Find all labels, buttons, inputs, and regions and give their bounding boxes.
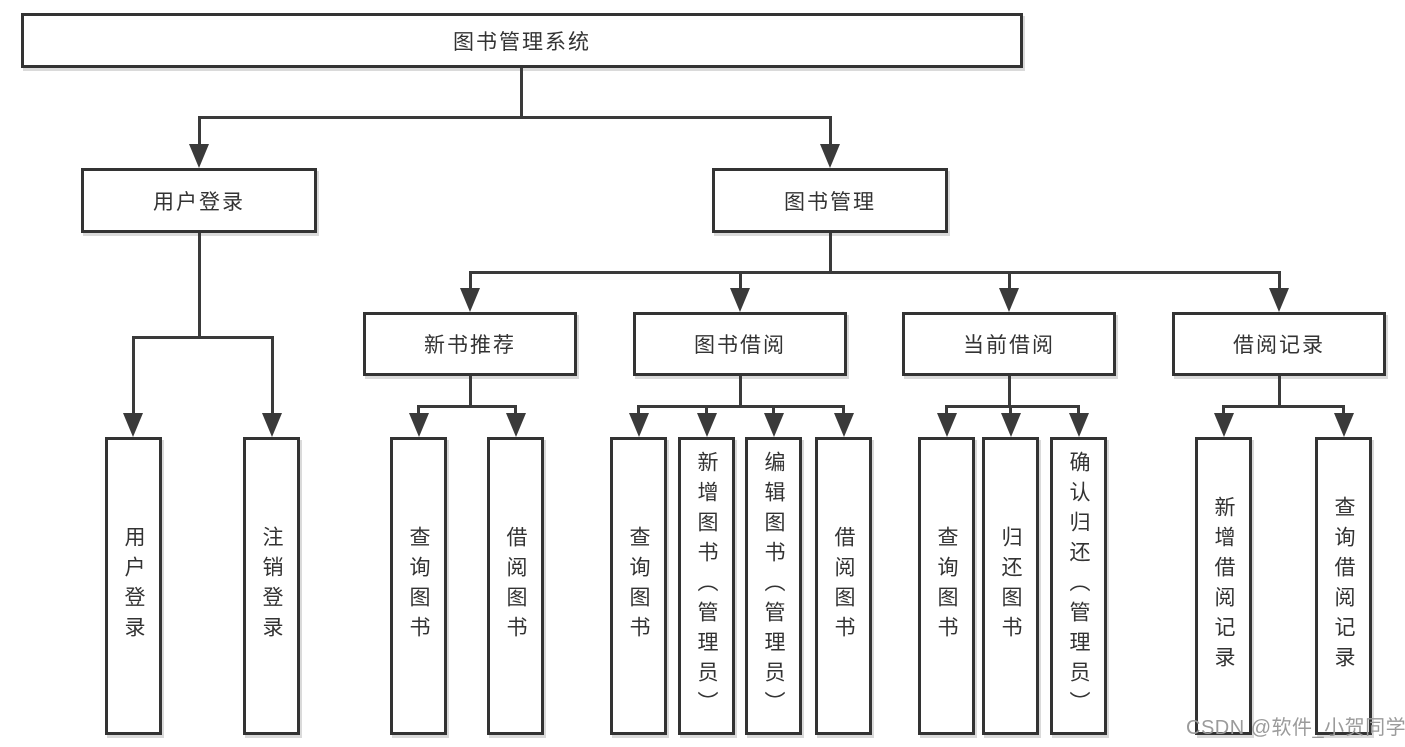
connector-line: [468, 376, 472, 407]
connector-line: [270, 336, 274, 417]
connector-line: [1007, 271, 1011, 290]
leaf-box-borrow-books: 借阅图书: [487, 437, 544, 735]
connector-line: [1009, 405, 1012, 415]
arrow-down-icon: [730, 288, 750, 312]
connector-line: [1222, 405, 1225, 415]
connector-line: [197, 116, 201, 148]
arrow-down-icon: [1000, 413, 1021, 437]
leaf-box-return-books: 归还图书: [982, 437, 1039, 735]
arrow-down-icon: [262, 413, 282, 437]
root-box-library-system: 图书管理系统: [21, 13, 1023, 68]
leaf-box-add-books-admin: 新增图书（管理员）: [678, 437, 735, 735]
node-box-user-login: 用户登录: [81, 168, 317, 233]
arrow-down-icon: [833, 413, 854, 437]
node-box-borrowing-records: 借阅记录: [1172, 312, 1386, 376]
connector-line: [738, 376, 742, 407]
connector-line: [131, 336, 135, 417]
arrow-down-icon: [696, 413, 717, 437]
connector-line: [637, 405, 845, 408]
connector-line: [417, 405, 517, 408]
connector-line: [417, 405, 420, 415]
leaf-box-user-login: 用户登录: [105, 437, 162, 735]
connector-line: [772, 405, 775, 415]
arrow-down-icon: [628, 413, 649, 437]
arrow-down-icon: [1213, 413, 1234, 437]
arrow-down-icon: [820, 144, 840, 168]
leaf-box-add-borrow-record: 新增借阅记录: [1195, 437, 1252, 735]
connector-line: [828, 233, 832, 274]
connector-line: [1077, 405, 1080, 415]
connector-line: [828, 116, 832, 148]
connector-line: [738, 271, 742, 290]
arrow-down-icon: [123, 413, 143, 437]
arrow-down-icon: [505, 413, 526, 437]
node-box-current-borrowing: 当前借阅: [902, 312, 1116, 376]
leaf-box-confirm-return-admin: 确认归还（管理员）: [1050, 437, 1107, 735]
connector-line: [514, 405, 517, 415]
connector-line: [1277, 376, 1281, 407]
leaf-box-logout: 注销登录: [243, 437, 300, 735]
arrow-down-icon: [189, 144, 209, 168]
connector-line: [1222, 405, 1345, 408]
connector-line: [1277, 271, 1281, 290]
node-box-book-management: 图书管理: [712, 168, 948, 233]
leaf-box-borrow-books: 借阅图书: [815, 437, 872, 735]
arrow-down-icon: [460, 288, 480, 312]
arrow-down-icon: [1269, 288, 1289, 312]
arrow-down-icon: [1068, 413, 1089, 437]
watermark: CSDN @软件_小贺同学: [1186, 717, 1405, 739]
connector-line: [1342, 405, 1345, 415]
connector-line: [197, 233, 201, 338]
connector-line: [1007, 376, 1011, 407]
node-box-book-borrowing: 图书借阅: [633, 312, 847, 376]
arrow-down-icon: [1333, 413, 1354, 437]
leaf-box-edit-books-admin: 编辑图书（管理员）: [745, 437, 802, 735]
arrow-down-icon: [763, 413, 784, 437]
connector-line: [637, 405, 640, 415]
leaf-box-query-borrow-record: 查询借阅记录: [1315, 437, 1372, 735]
arrow-down-icon: [936, 413, 957, 437]
leaf-box-query-books: 查询图书: [390, 437, 447, 735]
leaf-box-query-books: 查询图书: [918, 437, 975, 735]
connector-line: [131, 336, 274, 339]
connector-line: [945, 405, 948, 415]
node-box-new-book-recommend: 新书推荐: [363, 312, 577, 376]
connector-line: [520, 68, 523, 118]
arrow-down-icon: [999, 288, 1019, 312]
connector-line: [945, 405, 1080, 408]
leaf-box-query-books: 查询图书: [610, 437, 667, 735]
connector-line: [705, 405, 708, 415]
arrow-down-icon: [408, 413, 429, 437]
connector-line: [197, 116, 832, 119]
connector-line: [468, 271, 472, 290]
connector-line: [842, 405, 845, 415]
connector-line: [468, 271, 1281, 274]
